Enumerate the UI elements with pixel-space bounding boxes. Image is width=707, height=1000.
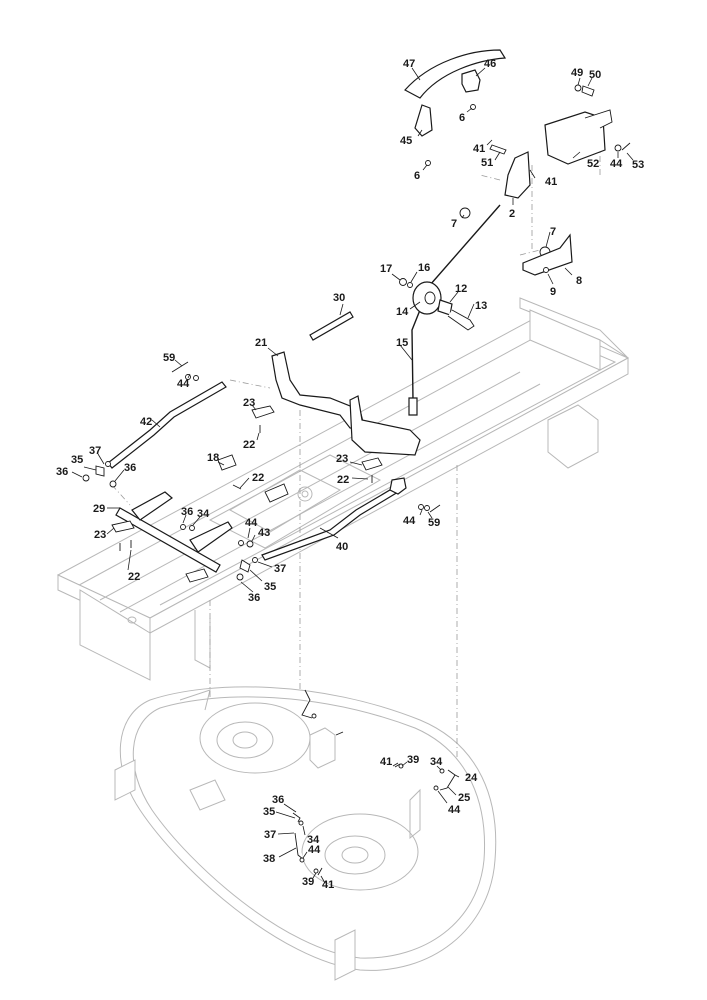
callout-38: 38 xyxy=(263,853,275,865)
callout-6: 6 xyxy=(459,112,465,124)
callout-labels: 47 46 6 45 6 49 50 41 51 41 52 44 53 2 7… xyxy=(56,58,644,891)
callout-37: 37 xyxy=(89,445,101,457)
callout-34: 34 xyxy=(197,508,210,520)
callout-9: 9 xyxy=(550,286,556,298)
callout-39: 39 xyxy=(302,876,314,888)
callout-29: 29 xyxy=(93,503,105,515)
callout-30: 30 xyxy=(333,292,345,304)
callout-44: 44 xyxy=(610,158,623,170)
callout-36: 36 xyxy=(181,506,193,518)
part-30-spring xyxy=(309,311,354,341)
part-53-pin xyxy=(621,142,631,151)
part-23-bracket xyxy=(185,568,209,583)
callout-45: 45 xyxy=(400,135,412,147)
parts xyxy=(82,49,631,876)
callout-51: 51 xyxy=(481,157,493,169)
part-6-screw xyxy=(425,160,431,166)
callout-14: 14 xyxy=(396,306,409,318)
chassis-frame xyxy=(56,297,630,681)
callout-16: 16 xyxy=(418,262,430,274)
callout-36: 36 xyxy=(124,462,136,474)
callout-24: 24 xyxy=(465,772,478,784)
callout-15: 15 xyxy=(396,337,408,349)
callout-49: 49 xyxy=(571,67,583,79)
callout-59: 59 xyxy=(163,352,175,364)
part-46-block xyxy=(461,69,481,93)
callout-35: 35 xyxy=(264,581,276,593)
callout-41: 41 xyxy=(322,879,334,891)
callout-21: 21 xyxy=(255,337,267,349)
callout-59: 59 xyxy=(428,517,440,529)
part-51-pin xyxy=(489,144,507,155)
part-44-washer xyxy=(614,144,622,152)
part-7-grommet xyxy=(459,207,471,219)
callout-44: 44 xyxy=(403,515,416,527)
callout-34: 34 xyxy=(307,834,320,846)
callout-44: 44 xyxy=(448,804,461,816)
part-23-bracket xyxy=(361,457,383,471)
part-2-bracket xyxy=(504,151,531,199)
callout-22: 22 xyxy=(337,474,349,486)
part-9-bolt xyxy=(543,267,549,273)
callout-22: 22 xyxy=(128,571,140,583)
callout-37: 37 xyxy=(274,563,286,575)
callout-53: 53 xyxy=(632,159,644,171)
callout-52: 52 xyxy=(587,158,599,170)
part-15-cable-end xyxy=(408,397,418,416)
part-17-nut xyxy=(399,278,407,286)
callout-40: 40 xyxy=(336,541,348,553)
callout-17: 17 xyxy=(380,263,392,275)
callout-43: 43 xyxy=(258,527,270,539)
part-23-bracket xyxy=(111,520,135,533)
part-47-cover xyxy=(404,49,507,99)
part-12-spacer xyxy=(437,299,453,316)
callout-41: 41 xyxy=(473,143,485,155)
part-45-bracket xyxy=(414,104,433,137)
callout-6: 6 xyxy=(414,170,420,182)
callout-50: 50 xyxy=(589,69,601,81)
callout-46: 46 xyxy=(484,58,496,70)
callout-23: 23 xyxy=(94,529,106,541)
callout-47: 47 xyxy=(403,58,415,70)
part-23-bracket xyxy=(251,405,275,419)
callout-7: 7 xyxy=(550,226,556,238)
part-16-washer xyxy=(407,282,413,288)
callout-42: 42 xyxy=(140,416,152,428)
callout-44: 44 xyxy=(245,517,258,529)
callout-44: 44 xyxy=(177,378,190,390)
callout-25: 25 xyxy=(458,792,470,804)
callout-41: 41 xyxy=(545,176,557,188)
callout-22: 22 xyxy=(252,472,264,484)
part-18-bracket xyxy=(217,454,237,471)
part-52-actuator xyxy=(544,111,606,165)
callout-18: 18 xyxy=(207,452,219,464)
callout-8: 8 xyxy=(576,275,582,287)
callout-22: 22 xyxy=(243,439,255,451)
part-29-shaft xyxy=(115,507,221,573)
callout-37: 37 xyxy=(264,829,276,841)
part-49-washer xyxy=(574,84,582,92)
callout-35: 35 xyxy=(71,454,83,466)
callout-39: 39 xyxy=(407,754,419,766)
leader-lines xyxy=(71,67,634,884)
callout-2: 2 xyxy=(509,208,515,220)
callout-36: 36 xyxy=(248,592,260,604)
callout-36: 36 xyxy=(272,794,284,806)
callout-13: 13 xyxy=(475,300,487,312)
callout-34: 34 xyxy=(430,756,443,768)
callout-12: 12 xyxy=(455,283,467,295)
callout-23: 23 xyxy=(243,397,255,409)
callout-44: 44 xyxy=(308,844,321,856)
callout-7: 7 xyxy=(451,218,457,230)
part-50-pin xyxy=(581,85,595,97)
part-8-bracket xyxy=(522,233,573,276)
callout-36: 36 xyxy=(56,466,68,478)
part-13-bolt xyxy=(447,309,475,331)
cutting-deck xyxy=(114,686,497,981)
callout-23: 23 xyxy=(336,453,348,465)
callout-41: 41 xyxy=(380,756,392,768)
callout-35: 35 xyxy=(263,806,275,818)
